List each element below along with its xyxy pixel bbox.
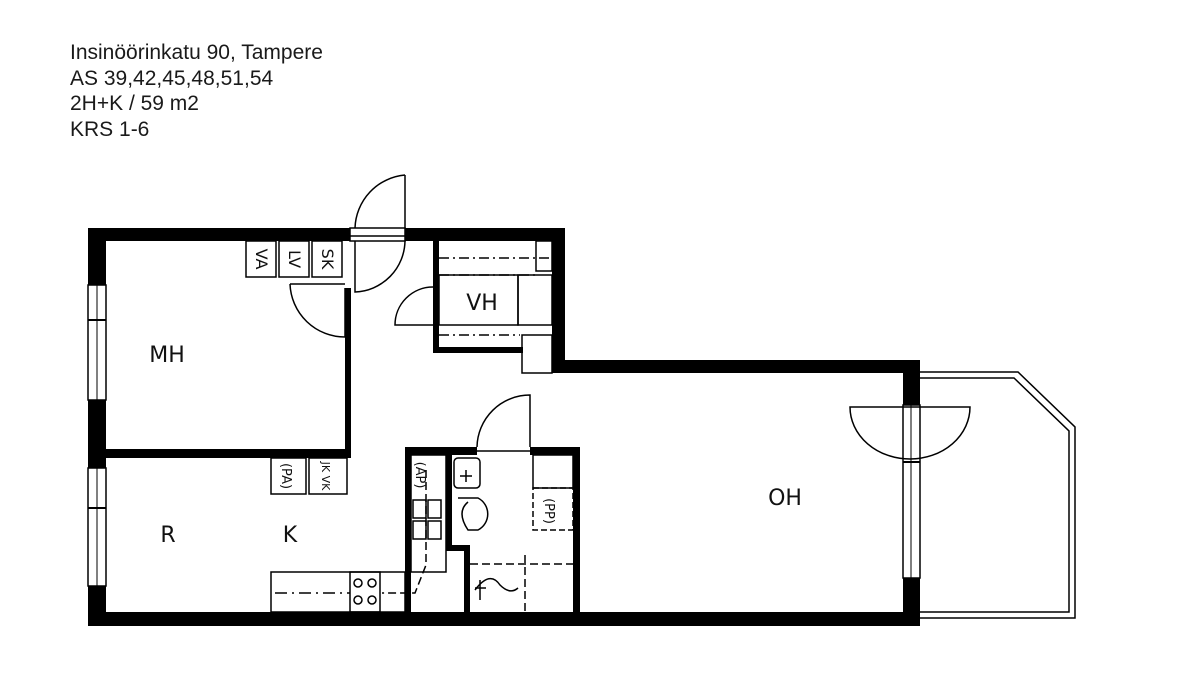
- kitchen-cabinets: [270, 457, 348, 495]
- cabinet-jk-vk-label: JK VK: [319, 461, 332, 491]
- closet-sk-label: SK: [318, 249, 337, 270]
- closet-va-label: VA: [252, 249, 271, 270]
- room-label-vh: VH: [466, 291, 498, 316]
- balcony-window: [902, 404, 921, 579]
- room-label-oh: OH: [768, 486, 802, 511]
- address: Insinöörinkatu 90, Tampere: [70, 41, 323, 64]
- cabinet-pa-label: (PA): [278, 463, 293, 489]
- plan-header: Insinöörinkatu 90, Tampere AS 39,42,45,4…: [70, 40, 323, 142]
- bathroom-fixtures: [453, 454, 574, 612]
- kitchen-counter: [270, 454, 447, 613]
- apartment-type-size: 2H+K / 59 m2: [70, 92, 199, 115]
- left-windows: [87, 284, 107, 587]
- bedroom-closets: [245, 240, 343, 278]
- walkin-closet-shelving: [438, 240, 553, 374]
- room-label-k: K: [283, 523, 298, 548]
- bedroom-door: [289, 283, 346, 338]
- interior-walls: [106, 241, 580, 612]
- walkin-closet-door: [394, 286, 434, 326]
- apartment-numbers: AS 39,42,45,48,51,54: [70, 66, 274, 90]
- cabinet-ap-label: (AP): [412, 462, 427, 489]
- balcony: [920, 371, 1076, 619]
- entry-door: [349, 174, 406, 293]
- floors: KRS 1-6: [70, 117, 150, 141]
- bathroom-door: [476, 394, 531, 452]
- exterior-walls: [88, 228, 920, 626]
- balcony-door: [849, 406, 971, 460]
- closet-lv-label: LV: [285, 250, 304, 268]
- bath-cabinet-pp-label: (PP): [541, 498, 556, 524]
- room-label-mh: MH: [149, 343, 185, 368]
- room-label-r: R: [160, 523, 175, 548]
